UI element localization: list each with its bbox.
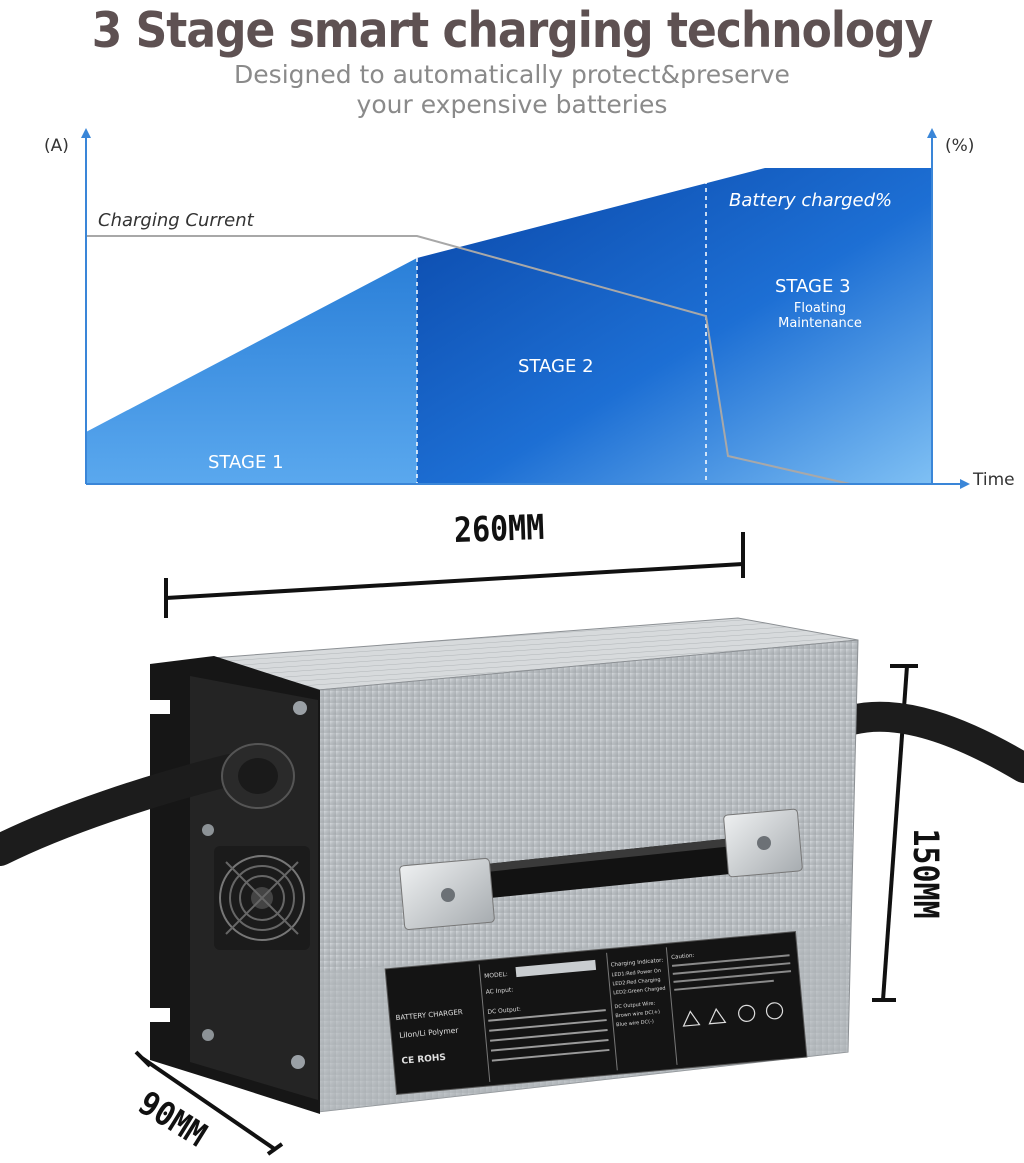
battery-charger-product: BATTERY CHARGER LiIon/Li Polymer CE ROHS… (0, 617, 1024, 1114)
label-caution-lines (671, 954, 792, 991)
mount-slot (150, 700, 170, 714)
charging-diagram: (A) (%) Time Charging Current Battery ch… (44, 128, 1015, 490)
label-spec-grid (488, 1009, 610, 1062)
label-led2-green: LED2:Green Charged (613, 986, 666, 997)
screw-icon (293, 701, 307, 715)
label-dc-output: DC Output: (487, 1006, 521, 1016)
stage-3-label: STAGE 3 (775, 276, 851, 297)
dimension-depth (134, 1050, 284, 1156)
height-dimension-label: 150MM (905, 828, 946, 919)
label-led1: LED1:Red Power On (611, 968, 661, 978)
stage-3-floating: Floating (794, 301, 846, 316)
label-ac-input: AC Input: (485, 986, 513, 995)
model-field (515, 959, 597, 978)
subtitle-line-2: your expensive batteries (356, 90, 668, 119)
label-brown-wire: Brown wire DC(+) (615, 1009, 660, 1019)
carry-handle (399, 808, 803, 930)
dimension-length (164, 532, 745, 618)
y-left-label: (A) (44, 136, 69, 156)
mount-slot (150, 1008, 170, 1022)
screw-icon (202, 1029, 214, 1041)
label-dc-output-wire: DC Output Wire: (614, 1001, 656, 1011)
cooling-fan-icon (214, 846, 310, 950)
label-led2-red: LED2:Red Charging (612, 977, 661, 987)
screw-icon (291, 1055, 305, 1069)
page-title: 3 Stage smart charging technology (91, 2, 934, 60)
product-label: BATTERY CHARGER LiIon/Li Polymer CE ROHS… (384, 931, 808, 1095)
stage-2-3-area (417, 168, 932, 484)
screw-icon (757, 836, 771, 850)
label-model: MODEL: (484, 971, 508, 980)
subtitle-line-1: Designed to automatically protect&preser… (234, 60, 790, 89)
charging-current-label: Charging Current (98, 210, 255, 231)
length-dimension-label: 260MM (453, 507, 545, 552)
right-axis-arrow (927, 128, 937, 138)
stage-3-maintenance: Maintenance (778, 316, 862, 331)
label-charging-indicator: Charging Indicator: (610, 958, 663, 969)
left-axis-arrow (81, 128, 91, 138)
stage-1-label: STAGE 1 (208, 452, 284, 473)
cable-gland-icon (221, 743, 295, 809)
label-ce-rohs: CE ROHS (401, 1053, 446, 1067)
charging-current-curve (86, 235, 851, 485)
input-cable (0, 754, 246, 866)
stage-2-label: STAGE 2 (518, 356, 594, 377)
x-label: Time (972, 470, 1015, 490)
time-axis-arrow (960, 479, 970, 489)
warning-icon (682, 1007, 727, 1027)
label-caution: Caution: (671, 953, 695, 961)
stage-1-area (86, 258, 417, 484)
output-cable (837, 701, 1024, 783)
screw-icon (202, 824, 214, 836)
battery-charged-label: Battery charged% (729, 190, 892, 211)
screw-icon (441, 888, 455, 902)
y-right-label: (%) (945, 136, 974, 156)
label-blue-wire: Blue wire DC(-) (616, 1019, 654, 1028)
certification-icon (738, 1002, 784, 1022)
